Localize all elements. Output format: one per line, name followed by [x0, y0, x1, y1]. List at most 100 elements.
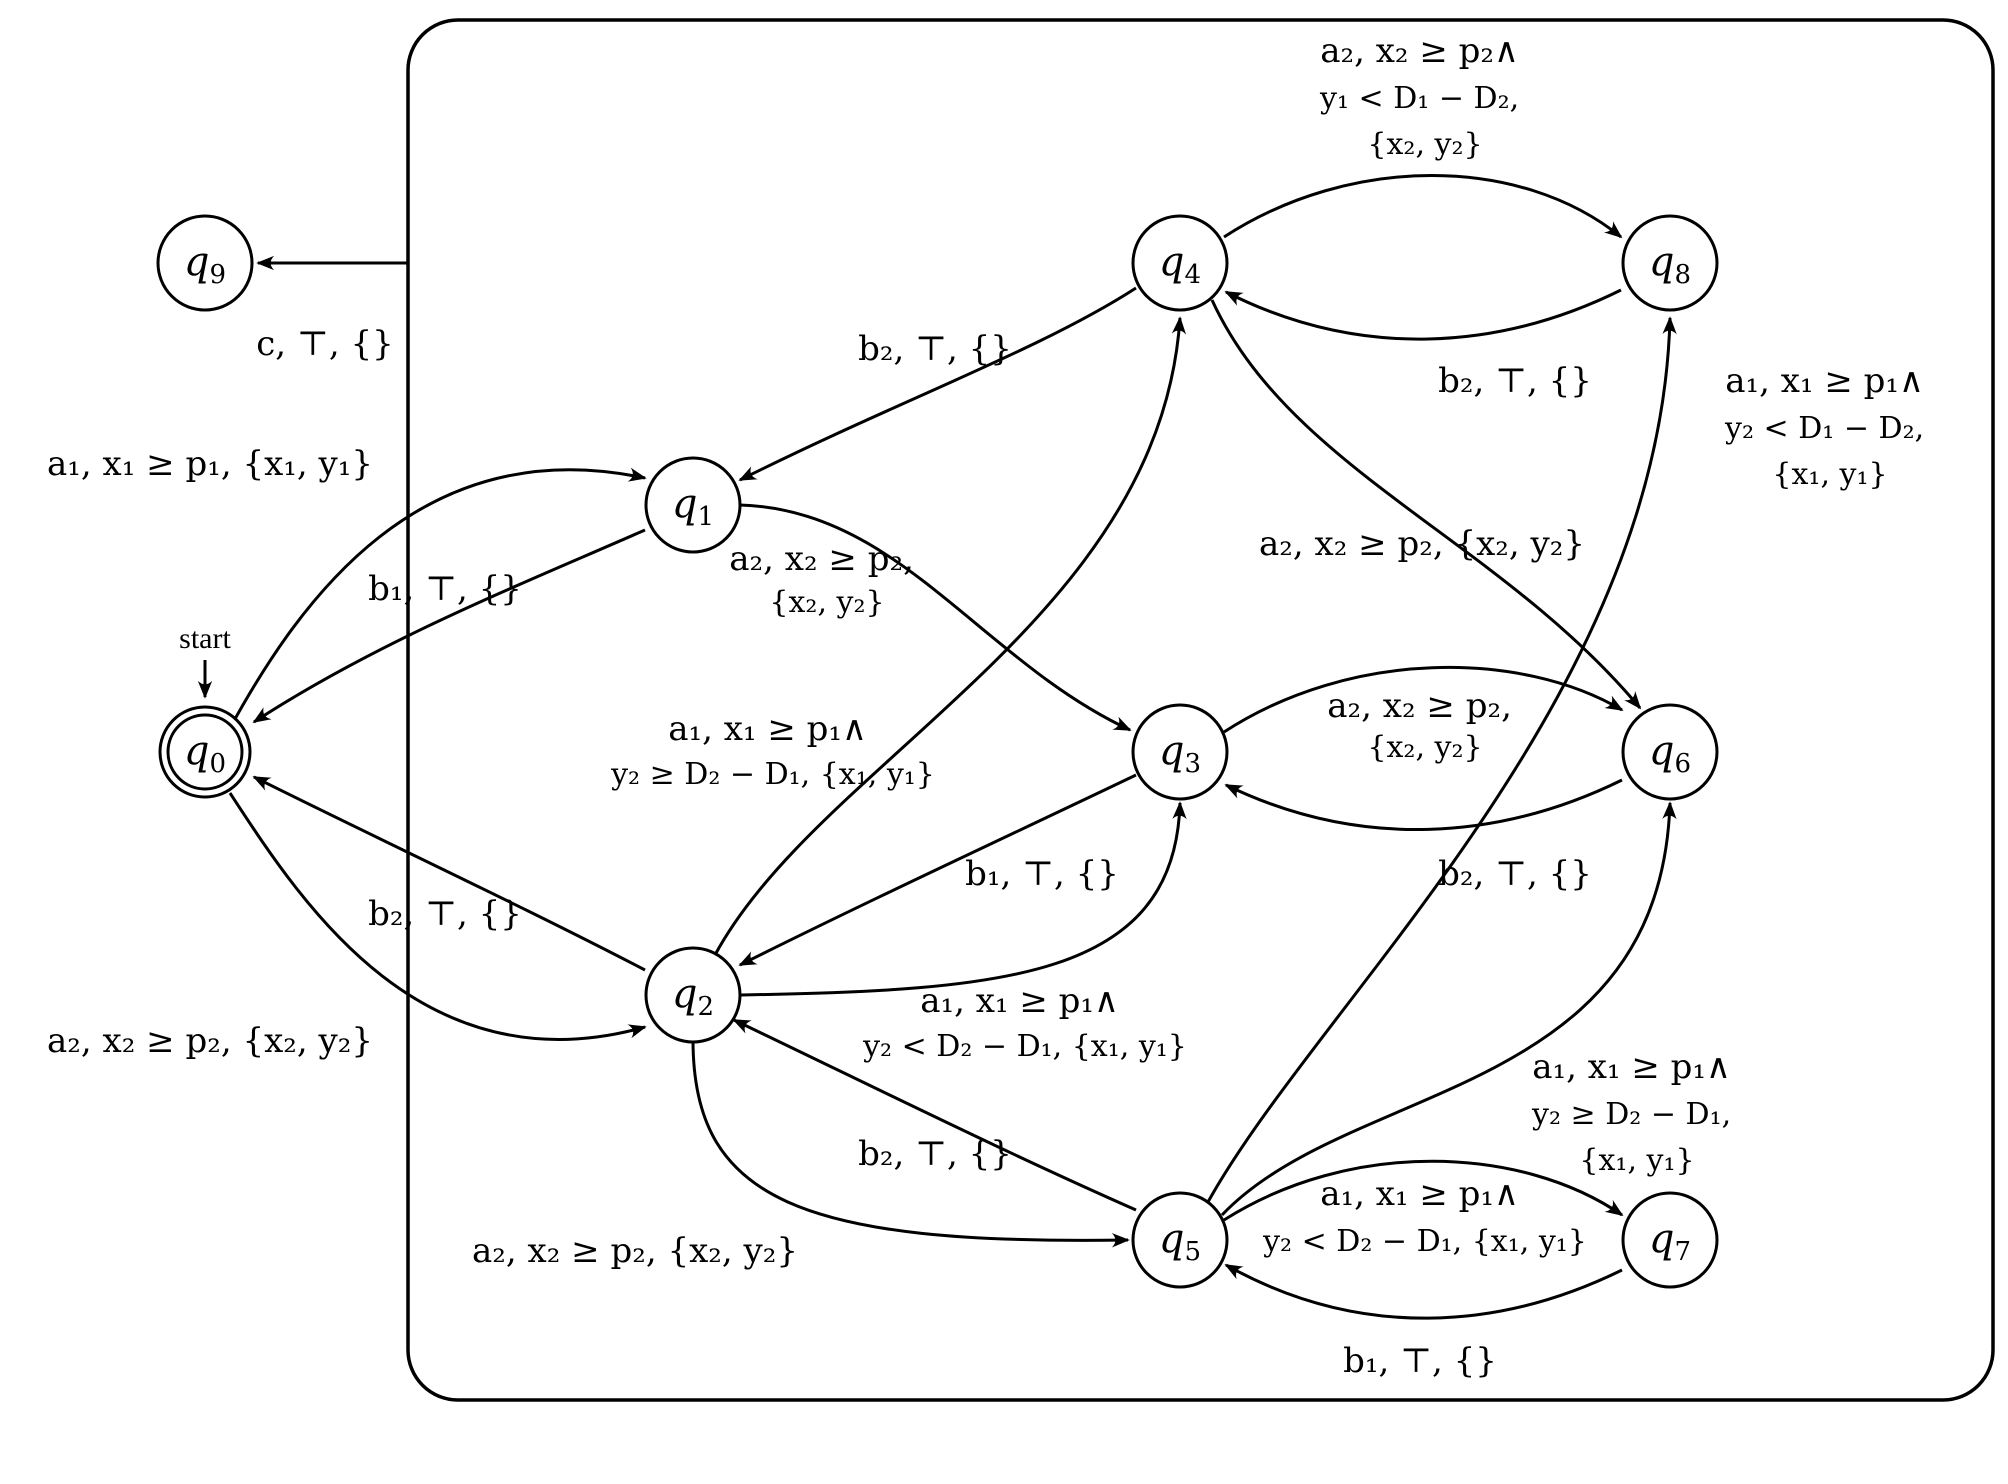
state-q0-label: q	[184, 728, 210, 774]
label-q0-q2-0: a₂, x₂ ≥ p₂, {x₂, y₂}	[47, 1021, 373, 1061]
label-q1-q3-1: {x₂, y₂}	[769, 585, 884, 620]
label-q3-q2-0: b₁, ⊤, {}	[965, 854, 1119, 894]
label-q4-q1-0: b₂, ⊤, {}	[858, 329, 1012, 369]
start-label: start	[179, 622, 231, 655]
state-q4: q4	[1131, 214, 1229, 312]
state-q8-label: q	[1649, 239, 1675, 285]
edge-labels: c, ⊤, {} a₁, x₁ ≥ p₁, {x₁, y₁} b₁, ⊤, {}…	[47, 31, 1935, 1381]
state-q1-label: q	[672, 481, 698, 527]
label-q3-q6-0: a₂, x₂ ≥ p₂,	[1327, 686, 1512, 726]
label-q2-q3-1: y₂ < D₂ − D₁, {x₁, y₁}	[862, 1029, 1187, 1064]
state-q9-sub: 9	[210, 260, 227, 290]
label-q1-q3-0: a₂, x₂ ≥ p₂,	[729, 539, 914, 579]
state-q0-sub: 0	[210, 749, 227, 779]
edge-q0-q1	[228, 467, 647, 729]
label-q4-q6-0: a₂, x₂ ≥ p₂, {x₂, y₂}	[1259, 524, 1585, 564]
svg-text:q5: q5	[1159, 1216, 1201, 1267]
svg-text:a₂, x₂ ≥ p₂, {x₂, y₂}: a₂, x₂ ≥ p₂, {x₂, y₂}	[1259, 524, 1585, 564]
edge-q5-q8	[1206, 316, 1677, 1203]
edge-q1-q3	[739, 503, 1132, 732]
state-q7-sub: 7	[1675, 1237, 1692, 1267]
svg-text:a₂, x₂ ≥ p₂, {x₂, y₂}: a₂, x₂ ≥ p₂, {x₂, y₂}	[729, 539, 924, 620]
edges	[197, 174, 1677, 1320]
svg-text:q2: q2	[672, 971, 714, 1022]
edge-q8-q4	[1224, 288, 1622, 341]
edge-q3-q6	[1223, 665, 1624, 734]
label-q8-q4-0: b₂, ⊤, {}	[1438, 361, 1592, 401]
state-q8-sub: 8	[1675, 260, 1692, 290]
state-q6-label: q	[1649, 728, 1675, 774]
label-q2-q4-0: a₁, x₁ ≥ p₁∧	[668, 709, 867, 749]
svg-text:b₂, ⊤, {}: b₂, ⊤, {}	[858, 329, 1012, 369]
svg-text:a₂, x₂ ≥ p₂, {x₂, y₂}: a₂, x₂ ≥ p₂, {x₂, y₂}	[1327, 686, 1522, 765]
label-q5-q7-0: a₁, x₁ ≥ p₁∧	[1320, 1174, 1519, 1214]
label-q5-q6-2: {x₁, y₁}	[1579, 1143, 1694, 1178]
state-q9: q9	[156, 214, 254, 312]
label-q0-q1-0: a₁, x₁ ≥ p₁, {x₁, y₁}	[47, 444, 373, 484]
state-q7-label: q	[1649, 1216, 1675, 1262]
edge-q2-q5	[691, 1039, 1130, 1248]
edge-q3-q2	[738, 773, 1137, 967]
state-q1-sub: 1	[698, 502, 715, 532]
state-q9-label: q	[184, 239, 210, 285]
svg-text:b₂, ⊤, {}: b₂, ⊤, {}	[1438, 854, 1592, 894]
edge-q6-q3	[1224, 778, 1623, 832]
edge-q2-q0	[252, 775, 646, 972]
svg-text:b₁, ⊤, {}: b₁, ⊤, {}	[368, 569, 522, 609]
state-group-box	[406, 18, 1995, 1402]
label-q5-q2-0: b₂, ⊤, {}	[858, 1134, 1012, 1174]
svg-text:a₂, x₂ ≥ p₂, {x₂, y₂}: a₂, x₂ ≥ p₂, {x₂, y₂}	[47, 1021, 373, 1061]
edge-q4-q8	[1223, 174, 1623, 239]
label-q5-q8-2: {x₁, y₁}	[1772, 457, 1887, 492]
svg-text:q8: q8	[1649, 239, 1691, 290]
svg-text:a₁, x₁ ≥ p₁∧ y₂ < D₂ − D: a₁, x₁ ≥ p₁∧ y₂ < D₂ − D₁, {x₁, y₁}	[1262, 1174, 1587, 1259]
svg-text:q1: q1	[672, 481, 714, 532]
state-q2-label: q	[672, 971, 698, 1017]
label-q2-q4-1: y₂ ≥ D₂ − D₁, {x₁, y₁}	[610, 757, 935, 792]
state-q4-label: q	[1159, 239, 1185, 285]
state-q0: q0	[158, 705, 252, 799]
edge-q5-q6	[1220, 801, 1677, 1217]
svg-text:b₂, ⊤, {}: b₂, ⊤, {}	[858, 1134, 1012, 1174]
label-q7-q5-0: b₁, ⊤, {}	[1343, 1341, 1497, 1381]
label-q2-q0-0: b₂, ⊤, {}	[368, 894, 522, 934]
state-q5: q5	[1131, 1191, 1229, 1289]
state-q5-label: q	[1159, 1216, 1185, 1262]
state-q1: q1	[644, 456, 742, 554]
state-q3: q3	[1131, 703, 1229, 801]
svg-text:q3: q3	[1159, 728, 1201, 779]
svg-text:q4: q4	[1159, 239, 1201, 290]
svg-text:b₁, ⊤, {}: b₁, ⊤, {}	[965, 854, 1119, 894]
svg-text:a₁, x₁ ≥ p₁, {x₁, y₁}: a₁, x₁ ≥ p₁, {x₁, y₁}	[47, 444, 373, 484]
label-q4-q8-0: a₂, x₂ ≥ p₂∧	[1320, 31, 1519, 71]
svg-text:q6: q6	[1649, 728, 1691, 779]
edge-q5-q7	[1223, 1159, 1624, 1222]
label-q5-q8-0: a₁, x₁ ≥ p₁∧	[1725, 361, 1924, 401]
svg-text:a₁, x₁ ≥ p₁∧ y₂ < D₁ − D: a₁, x₁ ≥ p₁∧ y₂ < D₁ − D₂, {x₁, y₁}	[1724, 361, 1935, 492]
edge-q5-q2	[732, 1018, 1137, 1212]
label-q6-q3-0: b₂, ⊤, {}	[1438, 854, 1592, 894]
svg-text:a₂, x₂ ≥ p₂, {x₂, y₂}: a₂, x₂ ≥ p₂, {x₂, y₂}	[472, 1231, 798, 1271]
state-q3-sub: 3	[1185, 749, 1202, 779]
svg-text:a₁, x₁ ≥ p₁∧ y₂ ≥ D₂ − D: a₁, x₁ ≥ p₁∧ y₂ ≥ D₂ − D₁, {x₁, y₁}	[1531, 1047, 1742, 1178]
label-q1-q0-0: b₁, ⊤, {}	[368, 569, 522, 609]
label-q5-q6-0: a₁, x₁ ≥ p₁∧	[1532, 1047, 1731, 1087]
edge-q2-q3	[740, 801, 1187, 997]
label-q2-q5-0: a₂, x₂ ≥ p₂, {x₂, y₂}	[472, 1231, 798, 1271]
states: q0 q1 q2 q3 q4 q5 q6 q7	[156, 214, 1719, 1289]
state-q4-sub: 4	[1185, 260, 1202, 290]
edge-q1-q0	[252, 528, 646, 724]
edge-q2-q4	[713, 316, 1187, 956]
svg-text:q7: q7	[1649, 1216, 1691, 1267]
edge-q0-q2	[228, 792, 647, 1041]
label-q5-q8-1: y₂ < D₁ − D₂,	[1724, 411, 1924, 446]
label-q3-q6-1: {x₂, y₂}	[1367, 730, 1482, 765]
svg-text:a₁, x₁ ≥ p₁∧ y₂ < D₂ − D: a₁, x₁ ≥ p₁∧ y₂ < D₂ − D₁, {x₁, y₁}	[862, 981, 1187, 1064]
svg-text:q9: q9	[184, 239, 226, 290]
svg-text:a₁, x₁ ≥ p₁∧ y₂ ≥ D₂ − D: a₁, x₁ ≥ p₁∧ y₂ ≥ D₂ − D₁, {x₁, y₁}	[610, 709, 935, 792]
label-q4-q8-2: {x₂, y₂}	[1367, 127, 1482, 162]
svg-text:a₂, x₂ ≥ p₂∧ y₁ < D₁ − D: a₂, x₂ ≥ p₂∧ y₁ < D₁ − D₂, {x₂, y₂}	[1319, 31, 1530, 162]
state-q6-sub: 6	[1675, 749, 1692, 779]
label-q4-q8-1: y₁ < D₁ − D₂,	[1319, 81, 1519, 116]
svg-text:b₂, ⊤, {}: b₂, ⊤, {}	[368, 894, 522, 934]
